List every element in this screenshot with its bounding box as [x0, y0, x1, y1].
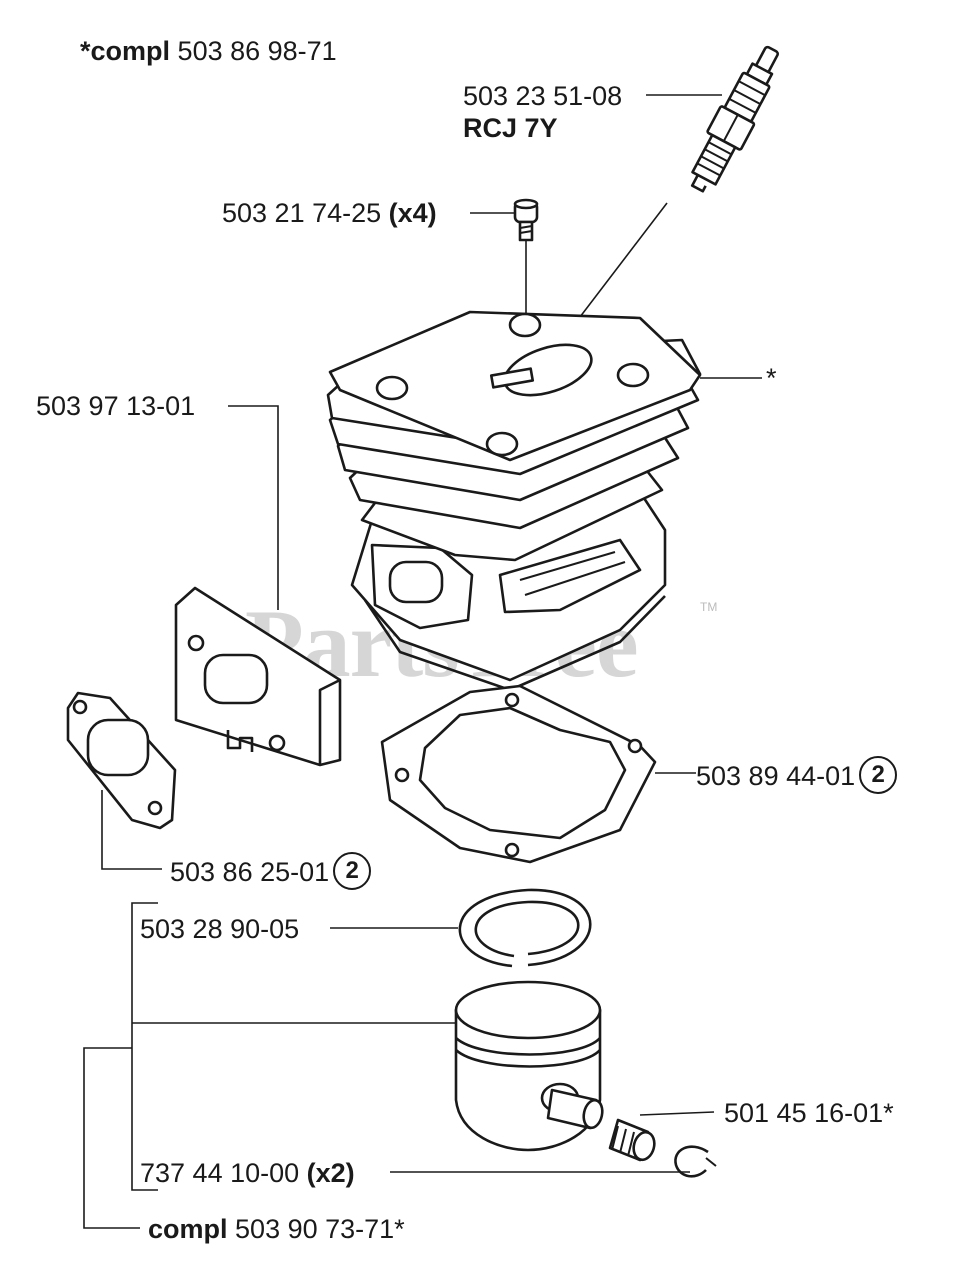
label-base-gasket-number: 503 89 44-01 — [696, 761, 856, 792]
base-gasket — [380, 684, 657, 864]
circlip — [674, 1145, 717, 1178]
watermark-trademark: TM — [700, 600, 718, 614]
label-bottom-compl: compl 503 90 73-71* — [148, 1216, 405, 1243]
label-top-compl-prefix: *compl — [80, 36, 171, 66]
label-top-compl: *compl 503 86 98-71 — [80, 38, 337, 65]
piston-pin — [546, 1088, 604, 1130]
label-needle-bearing: 501 45 16-01* — [724, 1098, 894, 1128]
label-cylinder: * — [766, 363, 777, 393]
piston-ring — [458, 888, 592, 968]
ref-circle: 2 — [859, 756, 898, 794]
ref-circle: 2 — [333, 852, 372, 890]
label-screw-qty: (x4) — [388, 198, 437, 228]
label-muffler-gasket-number: 503 86 25-01 — [170, 857, 330, 888]
label-piston-ring: 503 28 90-05 — [140, 914, 300, 944]
muffler-plate — [174, 586, 342, 767]
label-plate: 503 97 13-01 — [36, 391, 196, 421]
label-screw: 503 21 74-25 (x4) — [222, 200, 437, 227]
cylinder — [326, 310, 702, 692]
label-screw-number: 503 21 74-25 — [222, 198, 382, 228]
label-top-compl-number: 503 86 98-71 — [177, 36, 337, 66]
needle-bearing — [608, 1118, 656, 1162]
label-spark-plug: 503 23 51-08 — [463, 81, 623, 111]
label-bottom-compl-number: 503 90 73-71* — [235, 1214, 405, 1244]
leader-lines — [83, 94, 762, 1229]
label-circlip-qty: (x2) — [306, 1158, 355, 1188]
label-spark-plug-code-text: RCJ 7Y — [463, 113, 558, 143]
muffler-gasket — [66, 691, 177, 830]
label-circlip: 737 44 10-00 (x2) — [140, 1160, 355, 1187]
spark-plug — [690, 45, 779, 193]
label-circlip-number: 737 44 10-00 — [140, 1158, 300, 1188]
label-spark-plug-code: RCJ 7Y — [463, 115, 558, 142]
label-bottom-compl-prefix: compl — [148, 1214, 228, 1244]
cylinder-screw — [513, 198, 539, 242]
